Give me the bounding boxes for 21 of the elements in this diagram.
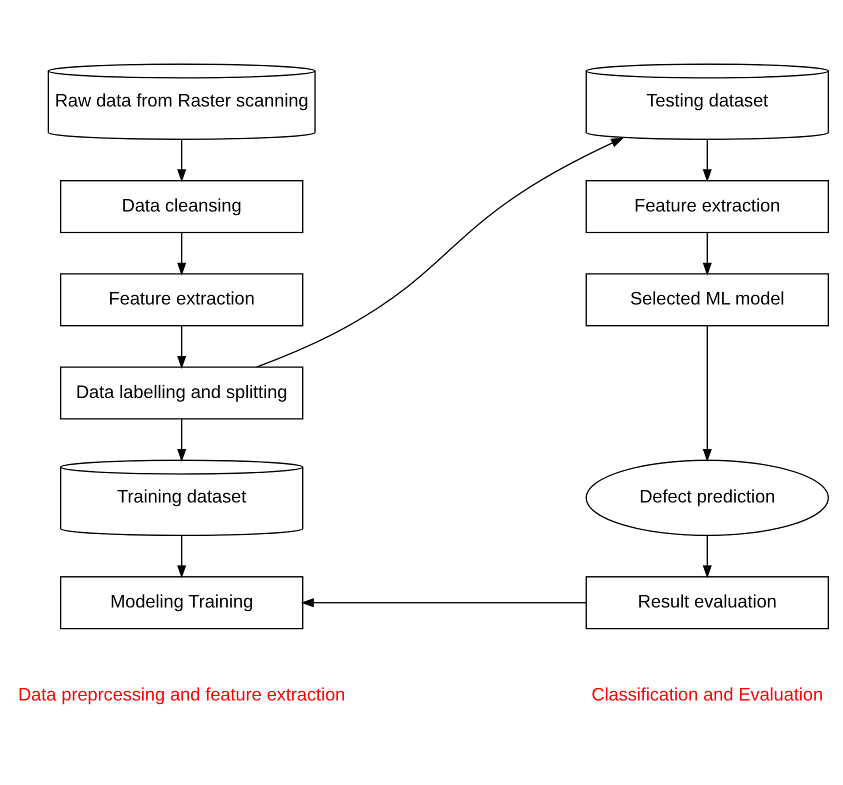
node-box: Result evaluation xyxy=(586,576,829,629)
node-box: Selected ML model xyxy=(586,272,829,326)
node-box: Feature extraction xyxy=(586,180,829,233)
node-box: Modeling Training xyxy=(60,576,304,629)
label: Data preprcessing and feature extraction xyxy=(18,684,346,704)
arrow xyxy=(702,138,712,182)
arrow xyxy=(177,138,186,182)
arrow xyxy=(177,232,186,276)
arrow xyxy=(702,535,712,578)
arrow xyxy=(177,325,186,368)
arrow xyxy=(177,535,186,578)
arrow xyxy=(702,325,712,462)
arrow xyxy=(256,137,624,368)
node-box: Feature extraction xyxy=(60,272,304,326)
arrow xyxy=(177,418,186,462)
arrow xyxy=(702,232,712,276)
node-box: Data labelling and splitting xyxy=(60,366,304,420)
node-ellipse: Defect prediction xyxy=(586,459,829,536)
label: Classification and Evaluation xyxy=(592,684,824,704)
arrow xyxy=(300,598,586,607)
node-box: Data cleansing xyxy=(60,180,304,233)
